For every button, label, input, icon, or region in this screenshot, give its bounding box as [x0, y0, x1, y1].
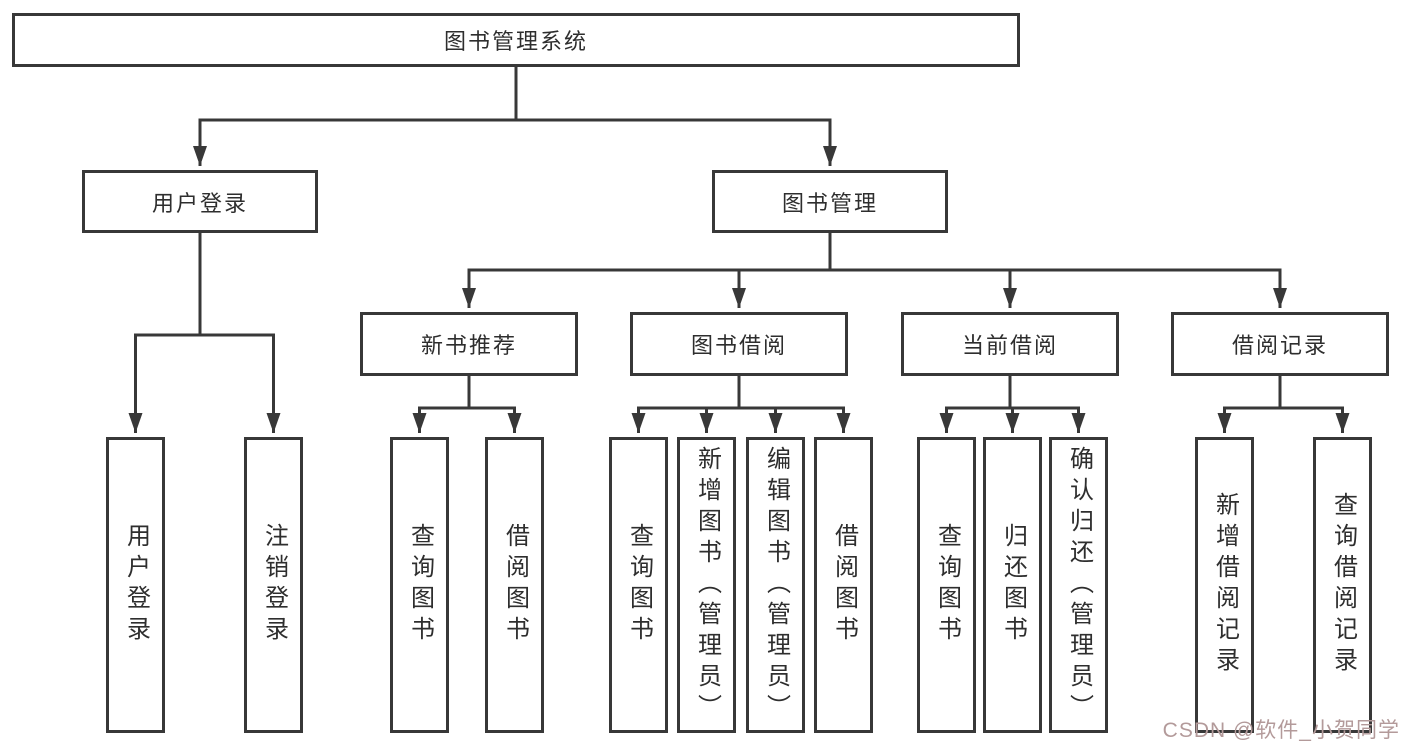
- leaf-borrow-books-recommend: 借阅图书: [485, 437, 544, 733]
- node-book-borrowing: 图书借阅: [630, 312, 848, 376]
- leaf-user-login: 用户登录: [106, 437, 165, 733]
- leaf-return-books: 归还图书: [983, 437, 1042, 733]
- leaf-query-books-borrow: 查询图书: [609, 437, 668, 733]
- leaf-logout: 注销登录: [244, 437, 303, 733]
- node-new-book-recommendation: 新书推荐: [360, 312, 578, 376]
- node-book-management: 图书管理: [712, 170, 948, 233]
- leaf-query-books-current: 查询图书: [917, 437, 976, 733]
- node-current-borrowing: 当前借阅: [901, 312, 1119, 376]
- leaf-confirm-return-admin: 确认归还（管理员）: [1049, 437, 1108, 733]
- leaf-add-books-admin: 新增图书（管理员）: [677, 437, 736, 733]
- node-library-management-system: 图书管理系统: [12, 13, 1020, 67]
- leaf-query-borrow-record: 查询借阅记录: [1313, 437, 1372, 733]
- csdn-watermark: CSDN @软件_小贺同学: [1162, 719, 1400, 742]
- leaf-add-borrow-record: 新增借阅记录: [1195, 437, 1254, 733]
- node-user-login: 用户登录: [82, 170, 318, 233]
- node-borrowing-records: 借阅记录: [1171, 312, 1389, 376]
- leaf-borrow-books: 借阅图书: [814, 437, 873, 733]
- leaf-query-books-recommend: 查询图书: [390, 437, 449, 733]
- leaf-edit-books-admin: 编辑图书（管理员）: [746, 437, 805, 733]
